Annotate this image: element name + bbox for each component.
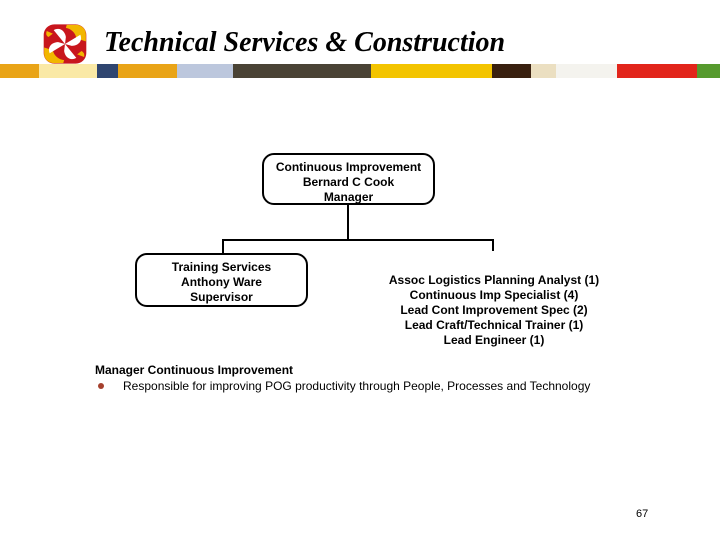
staff-position: Continuous Imp Specialist (4) bbox=[409, 288, 579, 302]
connector-root-vertical bbox=[347, 205, 349, 241]
band-segment bbox=[617, 64, 697, 78]
org-box-training-services: Training Services Anthony Ware Superviso… bbox=[135, 253, 308, 307]
page-number: 67 bbox=[636, 508, 649, 520]
notes-bullet-text: Responsible for improving POG productivi… bbox=[123, 379, 591, 393]
band-segment bbox=[39, 64, 97, 78]
connector-horizontal bbox=[222, 239, 494, 241]
org-box-line: Supervisor bbox=[190, 290, 253, 304]
notes-heading: Manager Continuous Improvement bbox=[95, 363, 294, 377]
band-segment bbox=[0, 64, 39, 78]
org-box-line: Training Services bbox=[171, 260, 272, 274]
connector-right-vertical bbox=[492, 239, 494, 251]
notes-bullet-row: Responsible for improving POG productivi… bbox=[95, 379, 590, 393]
band-segment bbox=[118, 64, 177, 78]
org-box-line: Continuous Improvement bbox=[275, 160, 422, 174]
org-box-line: Anthony Ware bbox=[181, 275, 262, 289]
band-segment bbox=[371, 64, 492, 78]
band-segment bbox=[177, 64, 233, 78]
pinwheel-logo-icon bbox=[43, 24, 87, 64]
staff-position: Lead Cont Improvement Spec (2) bbox=[400, 303, 588, 317]
org-box-line: Bernard C Cook bbox=[302, 175, 395, 189]
staff-position: Lead Engineer (1) bbox=[443, 333, 545, 347]
slide-title: Technical Services & Construction bbox=[104, 27, 506, 58]
band-segment bbox=[97, 64, 118, 78]
org-box-line: Manager bbox=[323, 190, 374, 204]
band-segment bbox=[492, 64, 531, 78]
band-segment bbox=[697, 64, 720, 78]
decorative-color-band bbox=[0, 64, 720, 78]
band-segment bbox=[233, 64, 371, 78]
staff-position: Lead Craft/Technical Trainer (1) bbox=[404, 318, 584, 332]
connector-left-vertical bbox=[222, 239, 224, 254]
staff-position-list: Assoc Logistics Planning Analyst (1) Con… bbox=[374, 273, 614, 348]
staff-position: Assoc Logistics Planning Analyst (1) bbox=[388, 273, 600, 287]
bullet-icon bbox=[98, 383, 104, 389]
band-segment bbox=[531, 64, 556, 78]
org-box-manager: Continuous Improvement Bernard C Cook Ma… bbox=[262, 153, 435, 205]
band-segment bbox=[556, 64, 617, 78]
